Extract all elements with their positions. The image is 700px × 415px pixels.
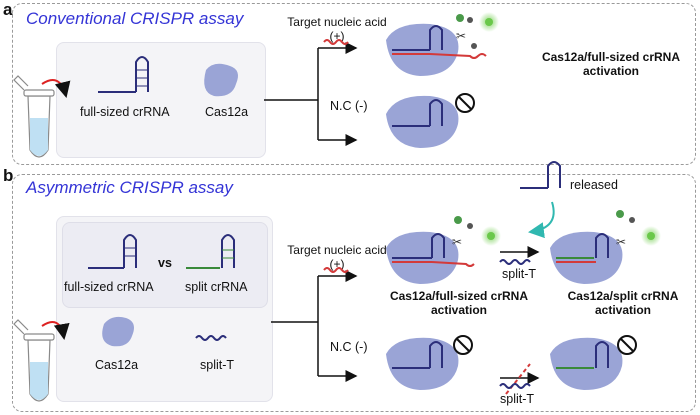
split-crrna-icon [186,234,235,269]
split-t-bottom-label: split-T [500,392,535,406]
target-squiggle-a [323,39,349,45]
nc-label-b: N.C (-) [330,340,368,354]
split-crrna-label: split crRNA [185,280,248,294]
full-crrna-icon-b [88,234,137,269]
release-arrow [528,201,555,239]
split-activation-label: Cas12a/split crRNA activation [567,289,679,317]
split-t-label-b: split-T [200,358,235,372]
svg-text:✂: ✂ [452,235,462,249]
inactive-complex-full-b [386,335,473,390]
cas12a-label: Cas12a [205,105,249,119]
split-t-bottom-icon [499,383,531,389]
active-complex-full-b: ✂ [386,216,501,284]
panel-a-reagent-box [56,42,266,158]
full-crrna-icon-a [98,56,149,93]
panel-b-letter: b [3,166,14,185]
released-crrna-icon [520,161,561,189]
active-complex-split-b: ✂ [550,210,661,284]
released-label: released [570,178,618,192]
active-complex-a: ✂ [386,12,499,76]
nc-label-a: N.C (-) [330,99,368,113]
split-t-mid-icon [499,259,531,265]
cas12a-icon-a [204,63,238,97]
curved-arrow-a [41,79,71,98]
split-t-icon-b [195,335,227,341]
cas12a-icon-b [102,316,134,347]
sample-tube-b [13,319,55,402]
split-t-mid-label: split-T [502,267,537,281]
inactive-complex-split-b [550,335,637,390]
panel-a-title: Conventional CRISPR assay [26,9,244,28]
full-crrna-label-b: full-sized crRNA [64,280,154,294]
target-squiggle-b [323,267,349,273]
inactive-complex-a [386,93,475,148]
panel-b-title: Asymmetric CRISPR assay [26,178,233,197]
sample-tube-a [13,75,55,158]
cas12a-label-b: Cas12a [95,358,139,372]
svg-text:✂: ✂ [616,235,626,249]
svg-text:✂: ✂ [456,29,466,43]
full-activation-label-b: Cas12a/full-sized crRNA activation [389,289,529,317]
curved-arrow-b [41,321,70,340]
full-crrna-label: full-sized crRNA [80,105,170,119]
activation-label-a: Cas12a/full-sized crRNA activation [541,50,681,78]
target-label-b: Target nucleic acid (+) [287,243,387,271]
panel-a-letter: a [3,0,13,19]
vs-label: vs [158,256,172,270]
